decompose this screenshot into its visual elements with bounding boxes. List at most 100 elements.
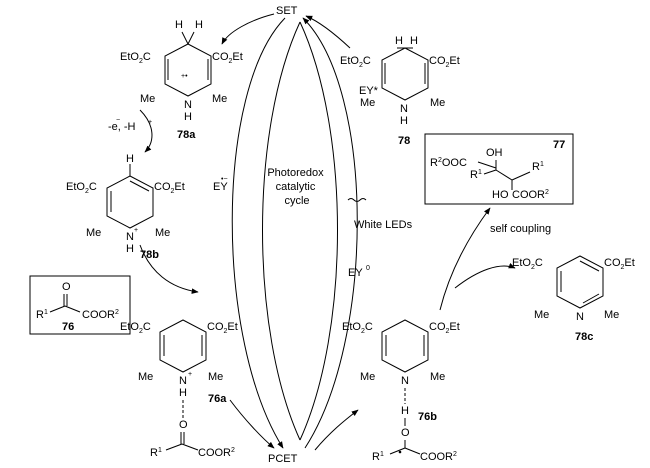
78b-to-76a-arrow (139, 244, 199, 294)
set-label: SET (276, 5, 298, 17)
svg-text:+: + (148, 119, 152, 126)
svg-text:COOR2: COOR2 (512, 189, 549, 201)
svg-text:N: N (126, 231, 134, 243)
svg-text:EtO2C: EtO2C (512, 257, 543, 271)
compound-77-box: 77 OH R2OOC R1 R1 HO COOR2 (424, 133, 574, 205)
svg-text:+•: +• (181, 73, 188, 80)
svg-text:H: H (395, 35, 403, 47)
compound-78b: H EtO2C CO2Et Me Me N + H 78b (66, 153, 185, 261)
svg-text:OH: OH (486, 147, 503, 159)
compound-76-box: O R1 COOR2 76 (29, 275, 131, 335)
svg-text:H: H (400, 115, 408, 127)
svg-text:−: − (116, 117, 120, 124)
light-label: White LEDs (354, 219, 413, 231)
svg-text:76a: 76a (208, 393, 227, 405)
svg-text:CO2Et: CO2Et (154, 181, 185, 195)
svg-text:CO2Et: CO2Et (429, 55, 460, 69)
svg-text:CO2Et: CO2Et (604, 257, 635, 271)
svg-text:COOR2: COOR2 (420, 451, 457, 463)
76a-to-pcet-arrow (229, 399, 275, 449)
svg-text:Me: Me (140, 93, 155, 105)
svg-text:Me: Me (360, 97, 375, 109)
svg-text:Me: Me (155, 227, 170, 239)
svg-text:Me: Me (604, 309, 619, 321)
to-78c-arrow (454, 263, 516, 289)
svg-text:Me: Me (430, 97, 445, 109)
cycle-left-arc (231, 17, 286, 449)
svg-text:78a: 78a (177, 129, 196, 141)
svg-text:N: N (179, 375, 187, 387)
svg-text:H: H (179, 387, 187, 399)
svg-text:0: 0 (366, 265, 370, 272)
pcet-to-76b-arrow (314, 409, 359, 451)
self-coupling-label: self coupling (490, 223, 551, 235)
compound-78c: EtO2C CO2Et Me Me N 78c (512, 255, 635, 343)
svg-text:EtO2C: EtO2C (120, 321, 151, 335)
compound-78: H H EtO2C CO2Et Me Me N H 78 (340, 35, 460, 147)
ey-ground-state: EY 0 (348, 265, 370, 279)
76b-to-77-arrow (439, 207, 491, 311)
svg-text:H: H (410, 35, 418, 47)
svg-text:CO2Et: CO2Et (207, 321, 238, 335)
svg-text:Me: Me (86, 227, 101, 239)
svg-text:HO: HO (492, 189, 509, 201)
svg-text:H: H (175, 19, 183, 31)
svg-text:Me: Me (430, 371, 445, 383)
svg-text:H: H (195, 19, 203, 31)
svg-text:O: O (401, 427, 410, 439)
svg-text:O: O (179, 419, 188, 431)
svg-text:R1: R1 (470, 169, 482, 181)
svg-text:H: H (126, 243, 134, 255)
svg-text:CO2Et: CO2Et (429, 321, 460, 335)
svg-text:O: O (62, 281, 71, 293)
svg-text:R1: R1 (372, 451, 384, 463)
svg-text:R1: R1 (36, 309, 48, 321)
svg-text:COOR2: COOR2 (82, 309, 119, 321)
svg-text:R2OOC: R2OOC (430, 157, 467, 169)
svg-text:Me: Me (208, 371, 223, 383)
svg-text:-e, -H: -e, -H (108, 121, 136, 133)
svg-text:Me: Me (360, 371, 375, 383)
svg-text:N: N (400, 103, 408, 115)
light-squiggle (347, 198, 367, 202)
svg-text:Me: Me (138, 371, 153, 383)
cycle-title: Photoredox catalytic cycle (267, 167, 326, 207)
pcet-label: PCET (268, 453, 298, 465)
svg-text:H: H (126, 153, 134, 165)
svg-text:78c: 78c (575, 331, 593, 343)
svg-text:N: N (184, 99, 192, 111)
svg-text:N: N (401, 375, 409, 387)
svg-text:76b: 76b (418, 411, 437, 423)
svg-text:EtO2C: EtO2C (120, 51, 151, 65)
svg-text:77: 77 (553, 139, 565, 151)
svg-text:78b: 78b (140, 249, 159, 261)
set-to-78a-arrow (221, 13, 275, 45)
svg-text:COOR2: COOR2 (198, 447, 235, 459)
svg-text:EY: EY (213, 181, 228, 193)
svg-text:•−: •− (221, 176, 228, 183)
svg-text:EtO2C: EtO2C (342, 321, 373, 335)
cycle-right-arc (302, 17, 358, 449)
svg-text:R1: R1 (532, 161, 544, 173)
svg-text:76: 76 (62, 321, 74, 333)
svg-text:+: + (188, 371, 192, 378)
svg-text:H: H (184, 111, 192, 123)
ey-excited-label: EY* (359, 85, 379, 97)
cycle-inner-left-arc (262, 21, 301, 441)
svg-text:+: + (134, 227, 138, 234)
78-to-set-arrow (305, 15, 351, 49)
svg-text:EtO2C: EtO2C (340, 55, 371, 69)
svg-text:R1: R1 (150, 447, 162, 459)
svg-text:Me: Me (534, 309, 549, 321)
electron-proton-loss: -e, -H − + (108, 117, 152, 133)
catalytic-cycle: SET PCET Photoredox catalytic cycle EY* … (213, 5, 413, 465)
svg-text:CO2Et: CO2Et (212, 51, 243, 65)
svg-text:78: 78 (398, 135, 410, 147)
side-arrows (139, 13, 516, 451)
svg-text:Me: Me (212, 93, 227, 105)
ey-radical-anion: EY •− (213, 176, 228, 193)
svg-text:EtO2C: EtO2C (66, 181, 97, 195)
svg-text:EY: EY (348, 267, 363, 279)
cycle-inner-right-arc (299, 21, 338, 441)
